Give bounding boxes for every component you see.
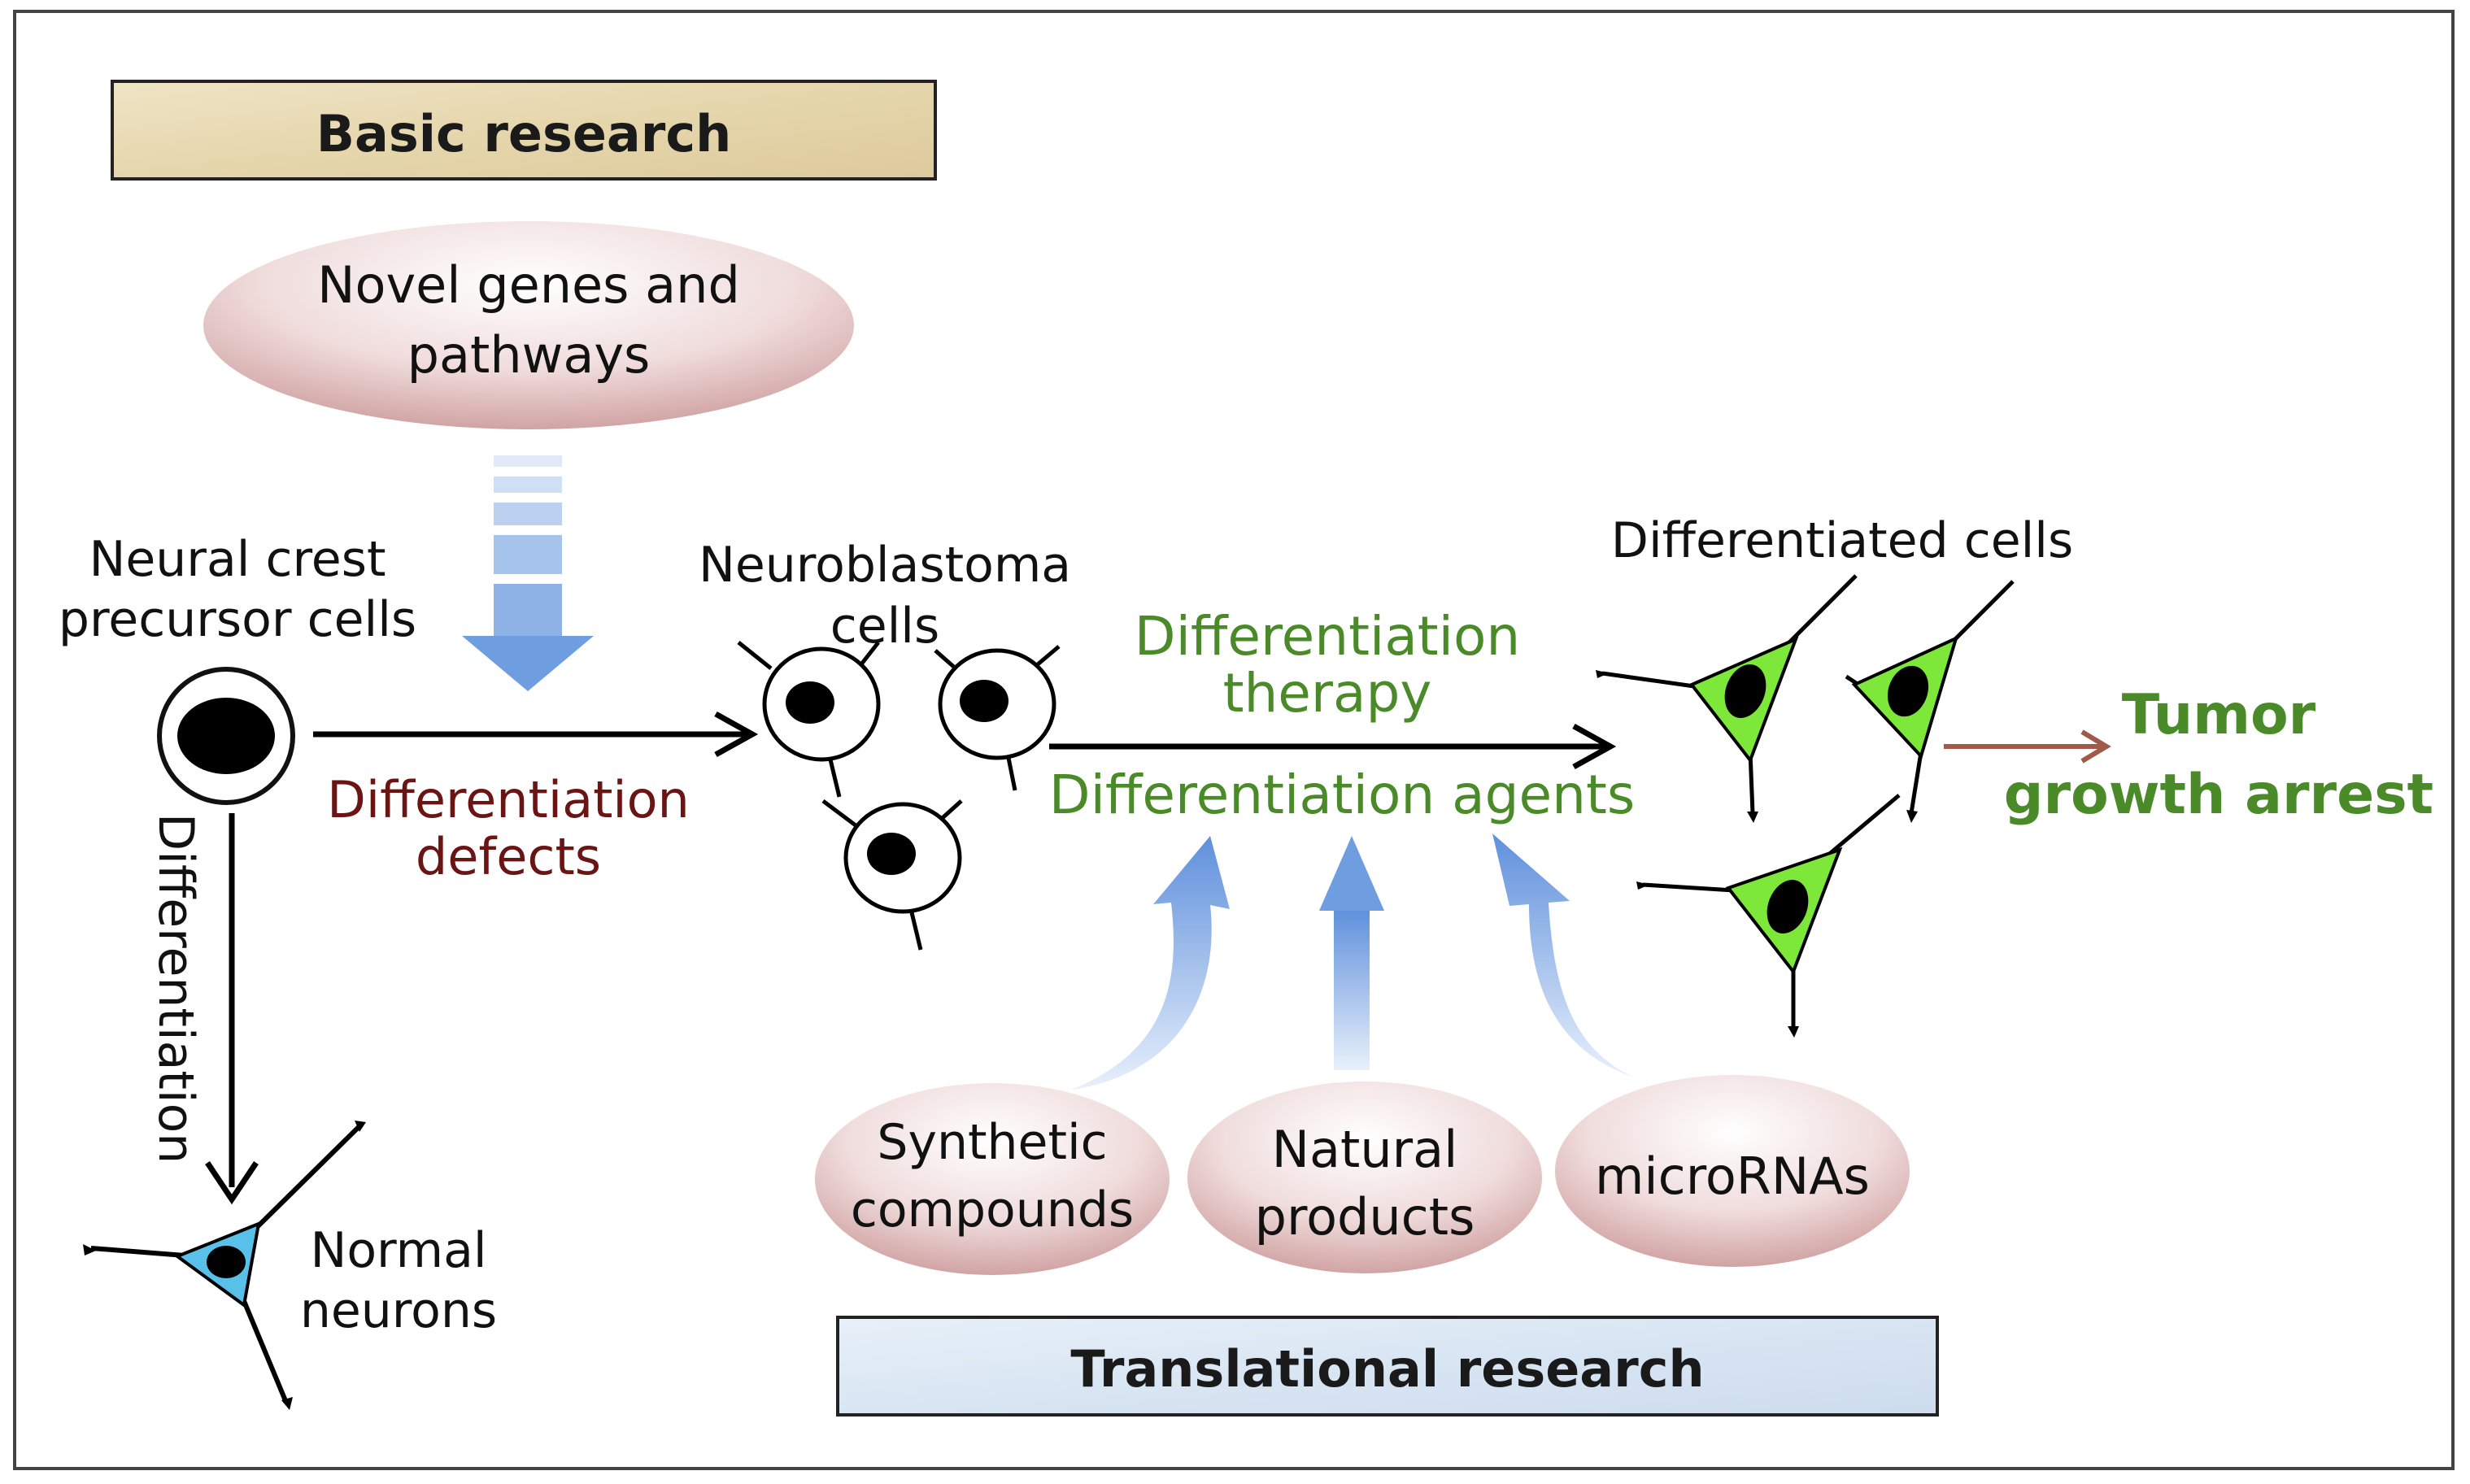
differentiation-vertical-label: Differentiation — [147, 813, 204, 1164]
translational-research-label: Translational research — [1070, 1339, 1704, 1399]
differentiated-cells-label: Differentiated cells — [1611, 512, 2073, 569]
arrow-to-tumor-arrest — [1944, 729, 2111, 764]
micrornas-label: microRNAs — [1595, 1147, 1870, 1206]
tumor-label-line1: Tumor — [2122, 683, 2316, 747]
differentiation-agents-label: Differentiation agents — [1049, 764, 1635, 826]
blue-down-arrow — [462, 455, 594, 691]
basic-research-label: Basic research — [316, 104, 731, 163]
novel-genes-ellipse: Novel genes and pathways — [203, 221, 854, 429]
neuroblastoma-cell — [821, 799, 963, 951]
differentiation-therapy-label-line1: Differentiation — [1135, 605, 1520, 668]
differentiation-defects-label-line2: defects — [416, 827, 601, 886]
differentiation-defects-label-line1: Differentiation — [327, 770, 690, 829]
translational-research-box: Translational research — [836, 1316, 1939, 1417]
differentiated-cell — [1845, 580, 2015, 823]
blue-curved-arrow-micrornas — [1492, 833, 1635, 1077]
differentiated-cell — [1636, 794, 1901, 1038]
neural-crest-label-line2: precursor cells — [59, 591, 416, 648]
neuroblastoma-cell — [934, 645, 1061, 791]
neuroblastoma-label-line2: cells — [830, 598, 940, 655]
blue-straight-arrow-natural — [1319, 836, 1384, 1070]
normal-neurons-label-line1: Normal — [310, 1222, 486, 1279]
synthetic-label-line1: Synthetic — [877, 1114, 1107, 1171]
natural-products-ellipse: Natural products — [1187, 1081, 1542, 1273]
basic-research-box: Basic research — [111, 80, 937, 181]
natural-label-line2: products — [1255, 1187, 1475, 1247]
differentiated-cell — [1596, 574, 1858, 823]
differentiation-down-arrow — [205, 813, 259, 1205]
neural-crest-label-line1: Neural crest — [89, 531, 386, 588]
differentiation-therapy-label-line2: therapy — [1223, 662, 1432, 725]
arrow-to-differentiated-cells — [1049, 723, 1617, 770]
tumor-label-line2: growth arrest — [2004, 763, 2433, 827]
arrow-to-neuroblastoma — [313, 711, 759, 758]
synthetic-label-line2: compounds — [851, 1182, 1134, 1238]
novel-genes-label-line1: Novel genes and — [317, 255, 740, 315]
blue-curved-arrow-synthetic — [1072, 836, 1230, 1090]
neuroblastoma-label-line1: Neuroblastoma — [699, 537, 1071, 594]
micrornas-ellipse: microRNAs — [1555, 1075, 1910, 1267]
novel-genes-label-line2: pathways — [407, 325, 651, 385]
synthetic-compounds-ellipse: Synthetic compounds — [815, 1083, 1170, 1275]
natural-label-line1: Natural — [1272, 1120, 1458, 1179]
neuroblastoma-cell — [737, 641, 881, 798]
precursor-cell — [157, 667, 295, 805]
normal-neurons-label-line2: neurons — [300, 1282, 497, 1339]
normal-neuron — [83, 1121, 366, 1410]
